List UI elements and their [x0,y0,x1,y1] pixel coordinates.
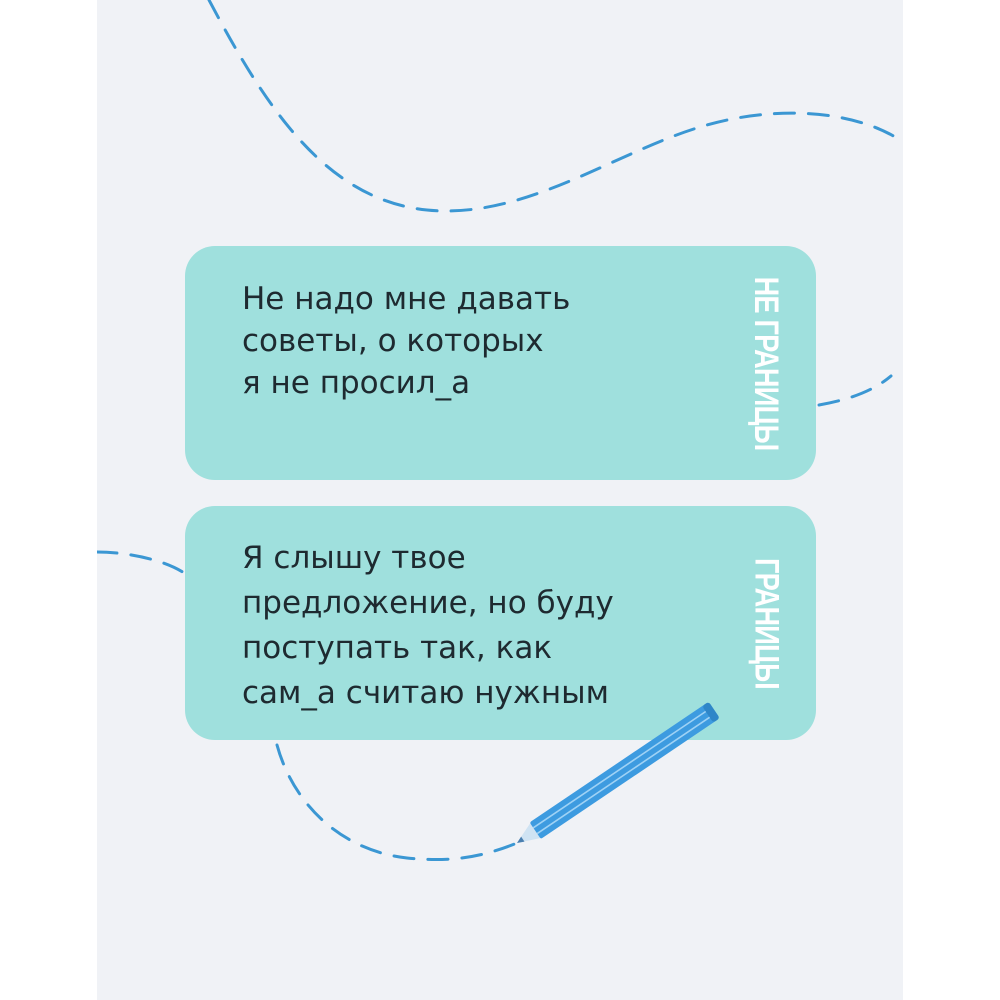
side-label-text: НЕ ГРАНИЦЫ [747,276,786,450]
side-label: НЕ ГРАНИЦЫ [741,246,791,480]
card-text: Я слышу твое предложение, но буду поступ… [242,540,614,711]
side-label-text: ГРАНИЦЫ [747,557,786,689]
dashed-line-decoration [97,0,903,861]
card-text: Не надо мне давать советы, о которых я н… [242,281,571,401]
content-panel: Не надо мне давать советы, о которых я н… [97,0,903,1000]
side-label: ГРАНИЦЫ [741,506,791,740]
card-boundaries: Я слышу твое предложение, но буду поступ… [185,506,816,740]
card-not-boundaries: Не надо мне давать советы, о которых я н… [185,246,816,480]
